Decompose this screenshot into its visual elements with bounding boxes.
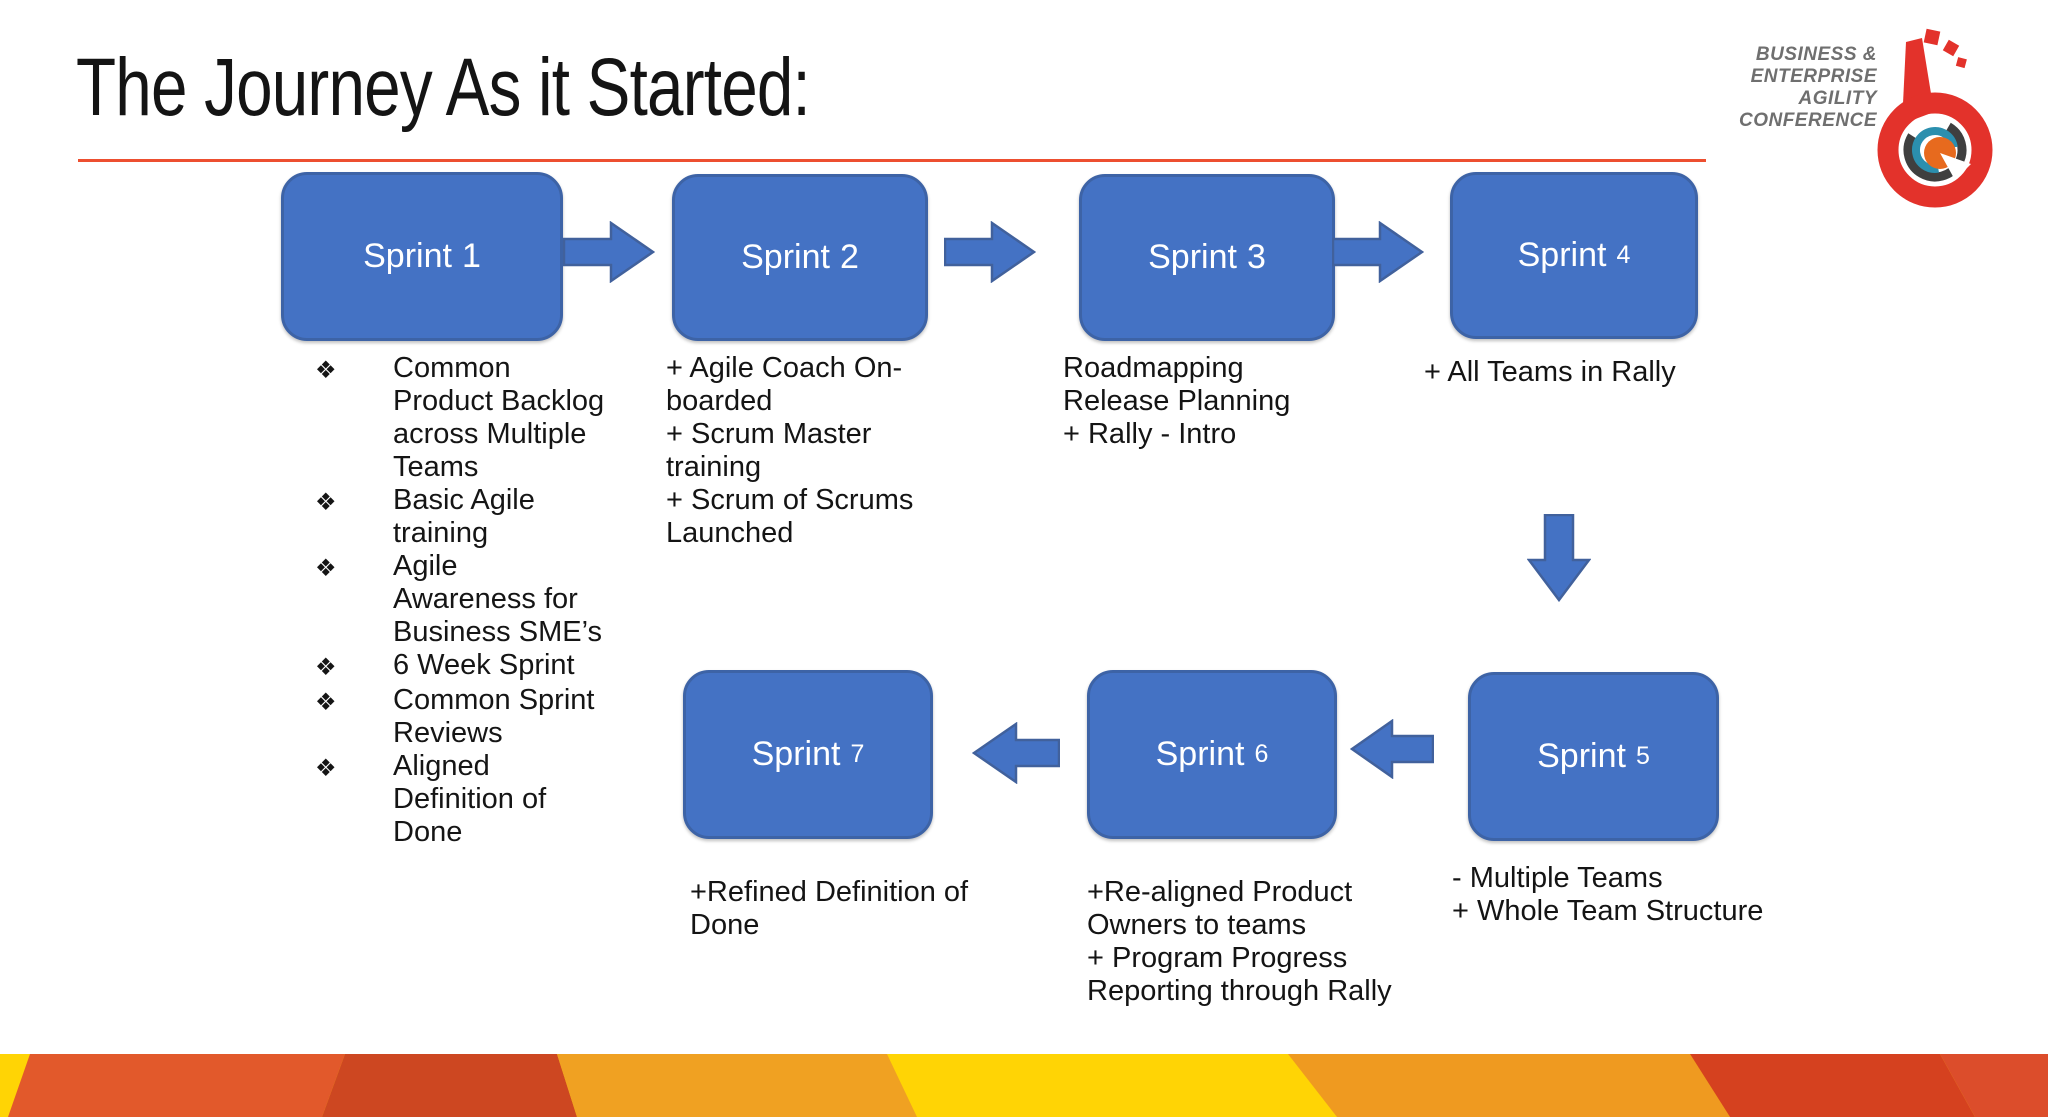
logo-line-4: CONFERENCE <box>1739 110 1878 131</box>
sprint-2-label: Sprint <box>741 238 830 276</box>
arrow-right-3-4-icon <box>1332 221 1424 283</box>
diamond-bullet-icon: ❖ <box>315 555 337 582</box>
bullet-text: Aligned Definition of Done <box>393 750 547 848</box>
bullet-text: 6 Week Sprint <box>393 649 575 681</box>
diamond-bullet-icon: ❖ <box>315 689 337 716</box>
sprint-1-label: Sprint <box>363 237 452 275</box>
bullet-text: Common Product Backlog across Multiple T… <box>393 352 605 483</box>
sprint-7-notes: +Refined Definition of Done <box>690 876 969 941</box>
list-item: ❖ Aligned Definition of Done <box>305 750 645 849</box>
sprint-3-label: Sprint <box>1148 238 1237 276</box>
sprint-3-box: Sprint 3 <box>1079 174 1335 341</box>
list-item: ❖ Agile Awareness for Business SME’s <box>305 550 645 649</box>
sprint-7-label: Sprint <box>751 735 841 773</box>
sprint-5-notes: - Multiple Teams + Whole Team Structure <box>1452 862 1764 927</box>
arrow-down-4-5-icon <box>1527 514 1591 602</box>
sprint-6-box: Sprint 6 <box>1087 670 1337 839</box>
sprint-3-number: 3 <box>1246 238 1266 276</box>
title-underline <box>78 159 1706 162</box>
logo-line-2: ENTERPRISE <box>1751 66 1878 87</box>
sprint-2-number: 2 <box>839 238 859 276</box>
sprint-4-number: 4 <box>1616 241 1631 269</box>
sprint-4-label: Sprint <box>1517 236 1607 274</box>
sprint-7-box: Sprint 7 <box>683 670 933 839</box>
arrow-left-6-7-icon <box>972 722 1060 784</box>
list-item: ❖ Common Sprint Reviews <box>305 684 645 750</box>
arrow-right-2-3-icon <box>944 221 1036 283</box>
list-item: ❖ Common Product Backlog across Multiple… <box>305 352 645 484</box>
logo-line-3: AGILITY <box>1798 88 1879 109</box>
page-title: The Journey As it Started: <box>76 42 811 133</box>
sprint-3-notes: Roadmapping Release Planning + Rally - I… <box>1063 352 1291 450</box>
list-item: ❖ 6 Week Sprint <box>305 649 645 684</box>
bullet-text: Basic Agile training <box>393 484 535 549</box>
logo-wordmark: BUSINESS & ENTERPRISE AGILITY CONFERENCE <box>1739 44 1879 131</box>
sprint-1-number: 1 <box>461 237 481 275</box>
sprint-1-notes-list: ❖ Common Product Backlog across Multiple… <box>305 352 645 849</box>
diamond-bullet-icon: ❖ <box>315 755 337 782</box>
sprint-1-box: Sprint 1 <box>281 172 563 341</box>
diamond-bullet-icon: ❖ <box>315 357 337 384</box>
sprint-6-notes: +Re-aligned Product Owners to teams + Pr… <box>1087 876 1392 1007</box>
diamond-bullet-icon: ❖ <box>315 654 337 681</box>
diamond-bullet-icon: ❖ <box>315 489 337 516</box>
logo-mark-icon <box>1877 28 1993 208</box>
sprint-2-notes: + Agile Coach On- boarded + Scrum Master… <box>666 352 914 549</box>
sprint-7-number: 7 <box>850 740 865 768</box>
sprint-6-number: 6 <box>1254 740 1269 768</box>
bottom-decorative-band <box>0 1054 2048 1117</box>
sprint-5-label: Sprint <box>1537 737 1626 775</box>
logo-line-1: BUSINESS & <box>1756 44 1877 65</box>
sprint-5-box: Sprint 5 <box>1468 672 1719 841</box>
conference-logo: BUSINESS & ENTERPRISE AGILITY CONFERENCE <box>1739 28 1993 208</box>
sprint-4-notes: + All Teams in Rally <box>1424 356 1676 388</box>
arrow-left-5-6-icon <box>1350 719 1434 779</box>
bullet-text: Agile Awareness for Business SME’s <box>393 550 602 648</box>
sprint-4-box: Sprint 4 <box>1450 172 1698 339</box>
list-item: ❖ Basic Agile training <box>305 484 645 550</box>
arrow-right-1-2-icon <box>563 221 655 283</box>
sprint-2-box: Sprint 2 <box>672 174 928 341</box>
sprint-6-label: Sprint <box>1155 735 1245 773</box>
bullet-text: Common Sprint Reviews <box>393 684 595 749</box>
sprint-5-number: 5 <box>1635 742 1650 770</box>
